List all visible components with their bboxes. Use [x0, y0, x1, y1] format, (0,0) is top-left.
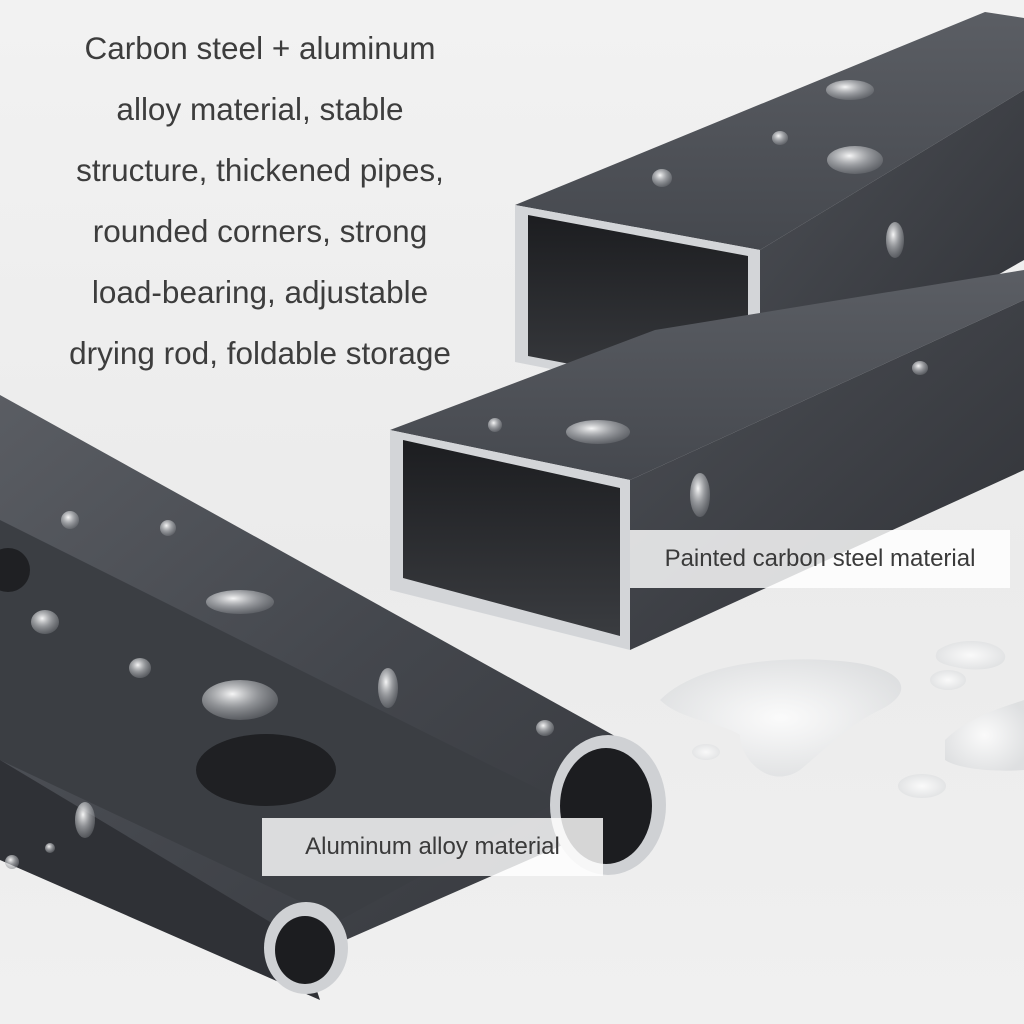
- description-line: drying rod, foldable storage: [69, 335, 451, 371]
- feature-description: Carbon steel + aluminum alloy material, …: [40, 18, 480, 384]
- steel-material-label: Painted carbon steel material: [630, 530, 1010, 588]
- water-puddles: [660, 640, 1024, 798]
- description-line: alloy material, stable: [116, 91, 404, 127]
- description-line: structure, thickened pipes,: [76, 152, 444, 188]
- steel-tube-lower: [390, 270, 1024, 650]
- description-line: load-bearing, adjustable: [91, 274, 429, 310]
- aluminum-material-label: Aluminum alloy material: [262, 818, 603, 876]
- description-line: Carbon steel + aluminum: [84, 30, 436, 66]
- water-droplets: [5, 80, 928, 869]
- description-line: rounded corners, strong: [92, 213, 428, 249]
